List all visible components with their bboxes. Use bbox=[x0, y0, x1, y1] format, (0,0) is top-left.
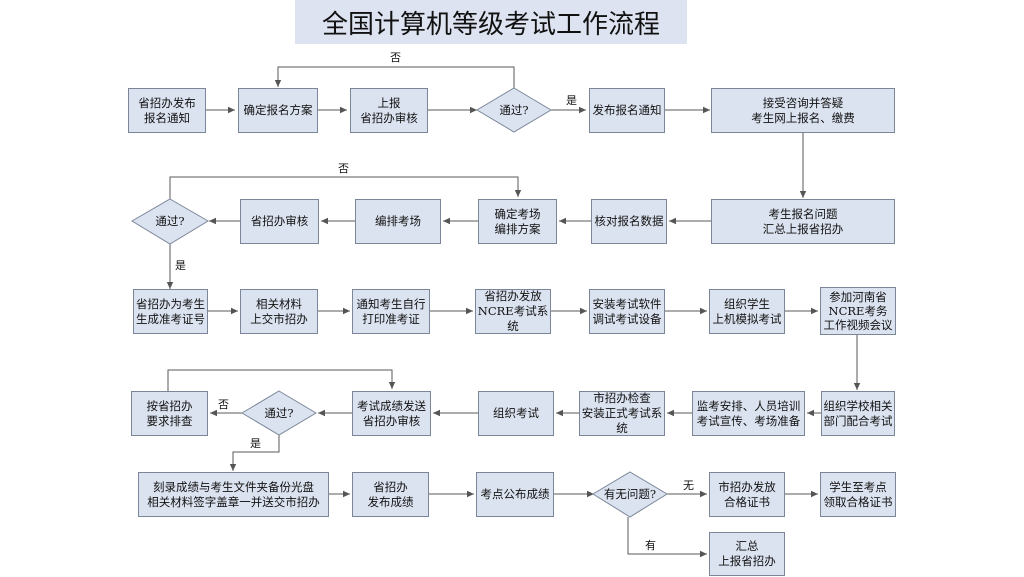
edge-label-d3-no: 否 bbox=[218, 398, 229, 411]
decision-diamond-d2 bbox=[131, 198, 209, 245]
edge-label-d2-no: 否 bbox=[338, 162, 349, 175]
step-organize-exam: 组织考试 bbox=[478, 391, 554, 436]
edge-label-d3-yes: 是 bbox=[250, 437, 261, 450]
edge-d2-n8-no bbox=[169, 176, 522, 199]
edge-d1-n2-no bbox=[274, 66, 515, 88]
edge-label-d2-yes: 是 bbox=[175, 259, 186, 272]
step-online-registration: 接受咨询并答疑 考生网上报名、缴费 bbox=[711, 88, 895, 133]
step-summarize-report: 汇总 上报省招办 bbox=[709, 532, 785, 576]
edge-label-d1-no: 否 bbox=[390, 51, 401, 64]
edge-label-d1-yes: 是 bbox=[566, 94, 577, 107]
step-distribute-exam-system: 省招办发放 NCRE考试系统 bbox=[475, 289, 551, 334]
step-publish-registration-notice: 发布报名通知 bbox=[589, 88, 665, 133]
step-issue-certificates: 市招办发放 合格证书 bbox=[709, 472, 785, 517]
decision-diamond-d4 bbox=[592, 471, 668, 518]
step-define-exam-rooms: 确定考场 编排方案 bbox=[478, 199, 557, 244]
step-install-software: 安装考试软件 调试考试设备 bbox=[589, 289, 665, 334]
step-video-conference: 参加河南省 NCRE考务 工作视频会议 bbox=[820, 287, 896, 335]
step-publish-notice-province: 省招办发布 报名通知 bbox=[128, 88, 206, 133]
edge-d3-n22-back bbox=[167, 369, 396, 391]
step-city-inspection: 市招办检查 安装正式考试系统 bbox=[579, 391, 665, 436]
step-troubleshoot-per-province: 按省招办 要求排查 bbox=[131, 391, 208, 436]
step-verify-registration-data: 核对报名数据 bbox=[591, 199, 667, 244]
decision-diamond-d3 bbox=[241, 390, 317, 436]
page-title: 全国计算机等级考试工作流程 bbox=[295, 0, 687, 44]
step-mock-exam: 组织学生 上机模拟考试 bbox=[709, 289, 785, 334]
step-send-scores-for-review: 考试成绩发送 省招办审核 bbox=[352, 391, 431, 436]
step-define-registration-plan: 确定报名方案 bbox=[238, 88, 318, 133]
step-collect-registration-issues: 考生报名问题 汇总上报省招办 bbox=[711, 199, 895, 244]
edge-label-d4-none: 无 bbox=[683, 479, 694, 492]
step-proctor-training: 监考安排、人员培训 考试宣传、考场准备 bbox=[692, 391, 805, 436]
step-burn-backup-disc: 刻录成绩与考生文件夹备份光盘 相关材料签字盖章一并送交市招办 bbox=[138, 472, 329, 517]
step-coordinate-school-departments: 组织学校相关 部门配合考试 bbox=[821, 391, 895, 436]
step-submit-for-review: 上报 省招办审核 bbox=[350, 88, 428, 133]
edge-label-d4-some: 有 bbox=[645, 539, 656, 552]
step-arrange-exam-rooms: 编排考场 bbox=[355, 199, 441, 244]
step-announce-scores: 考点公布成绩 bbox=[476, 472, 554, 517]
step-submit-materials-city: 相关材料 上交市招办 bbox=[240, 289, 318, 334]
step-print-admission-tickets: 通知考生自行 打印准考证 bbox=[352, 289, 430, 334]
step-generate-ticket-numbers: 省招办为考生 生成准考证号 bbox=[133, 289, 208, 334]
edge-d3-n24-yes bbox=[229, 435, 280, 471]
decision-diamond-d1 bbox=[476, 87, 552, 133]
step-collect-certificates: 学生至考点 领取合格证书 bbox=[820, 472, 896, 517]
step-publish-scores-province: 省招办 发布成绩 bbox=[352, 472, 429, 517]
step-province-review: 省招办审核 bbox=[240, 199, 319, 244]
edge-d4-n29-some bbox=[627, 517, 707, 558]
